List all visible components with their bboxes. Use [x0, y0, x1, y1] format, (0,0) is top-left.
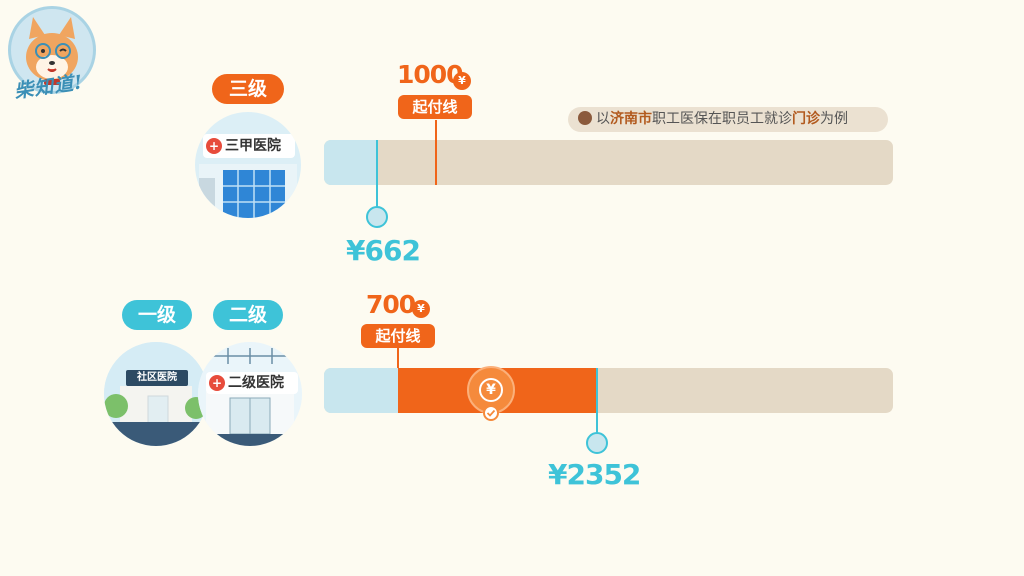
level-badge-3: 三级	[212, 74, 284, 104]
threshold-12-marker	[397, 348, 399, 368]
tier-3-cost-segment	[324, 140, 377, 185]
threshold-12-amount: 700	[366, 290, 416, 319]
hospital-1-sign-text: 社区医院	[137, 372, 177, 383]
cost-3-marker	[376, 140, 378, 208]
yen-badge-icon: ¥	[412, 300, 430, 318]
threshold-12-label: 起付线	[361, 324, 435, 348]
cost-12-node	[586, 432, 608, 454]
tier-3-bar	[324, 140, 893, 185]
threshold-3-amount: 1000	[397, 60, 464, 89]
tier-12-threshold-segment	[324, 368, 398, 413]
threshold-3-label: 起付线	[398, 95, 472, 119]
tier-12-bar	[324, 368, 893, 413]
cost-3-value: ¥662	[346, 234, 421, 267]
cost-3-node	[366, 206, 388, 228]
red-cross-icon: +	[206, 138, 222, 154]
level-badge-1: 一级	[122, 300, 192, 330]
yen-badge-icon: ¥	[453, 72, 471, 90]
hospital-1-sign: 社区医院	[126, 370, 188, 386]
hospital-3-sign: + 三甲医院	[203, 134, 295, 158]
cost-12-marker	[596, 368, 598, 434]
coin-symbol: ¥	[479, 378, 503, 402]
paw-icon	[578, 111, 592, 125]
cost-12-value: ¥2352	[548, 458, 641, 491]
hospital-2-illustration: + 二级医院	[198, 342, 302, 446]
example-note: 以济南市职工医保在职员工就诊门诊为例	[568, 107, 888, 132]
hospital-3-illustration: + 三甲医院	[195, 112, 301, 218]
threshold-3-marker	[435, 120, 437, 185]
hospital-2-sign: + 二级医院	[206, 372, 298, 394]
red-cross-icon: +	[209, 375, 225, 391]
level-badge-2: 二级	[213, 300, 283, 330]
hospital-3-sign-text: 三甲医院	[225, 138, 281, 154]
hospital-2-sign-text: 二级医院	[228, 375, 284, 391]
check-icon	[483, 405, 499, 421]
hospital-1-illustration: 社区医院	[104, 342, 208, 446]
shiba-logo	[8, 6, 96, 94]
